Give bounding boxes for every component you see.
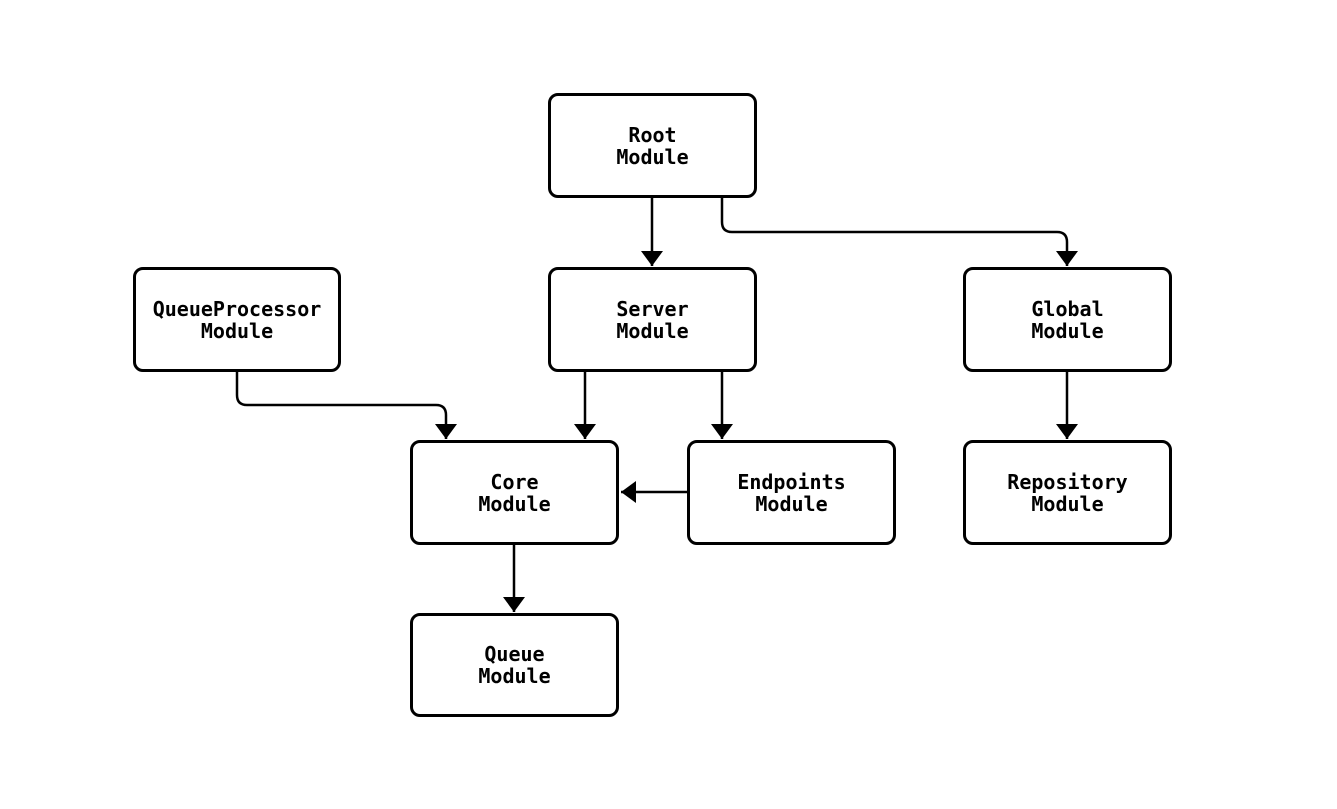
node-core-module: Core Module xyxy=(410,440,619,545)
node-root-module: Root Module xyxy=(548,93,757,198)
node-queue-module: Queue Module xyxy=(410,613,619,717)
node-server-module: Server Module xyxy=(548,267,757,372)
node-queueprocessor-module: QueueProcessor Module xyxy=(133,267,341,372)
node-repository-module: Repository Module xyxy=(963,440,1172,545)
node-global-module: Global Module xyxy=(963,267,1172,372)
edge-root-to-global xyxy=(720,198,1078,266)
node-endpoints-module: Endpoints Module xyxy=(687,440,896,545)
edge-queueprocessor-to-core xyxy=(235,372,457,439)
